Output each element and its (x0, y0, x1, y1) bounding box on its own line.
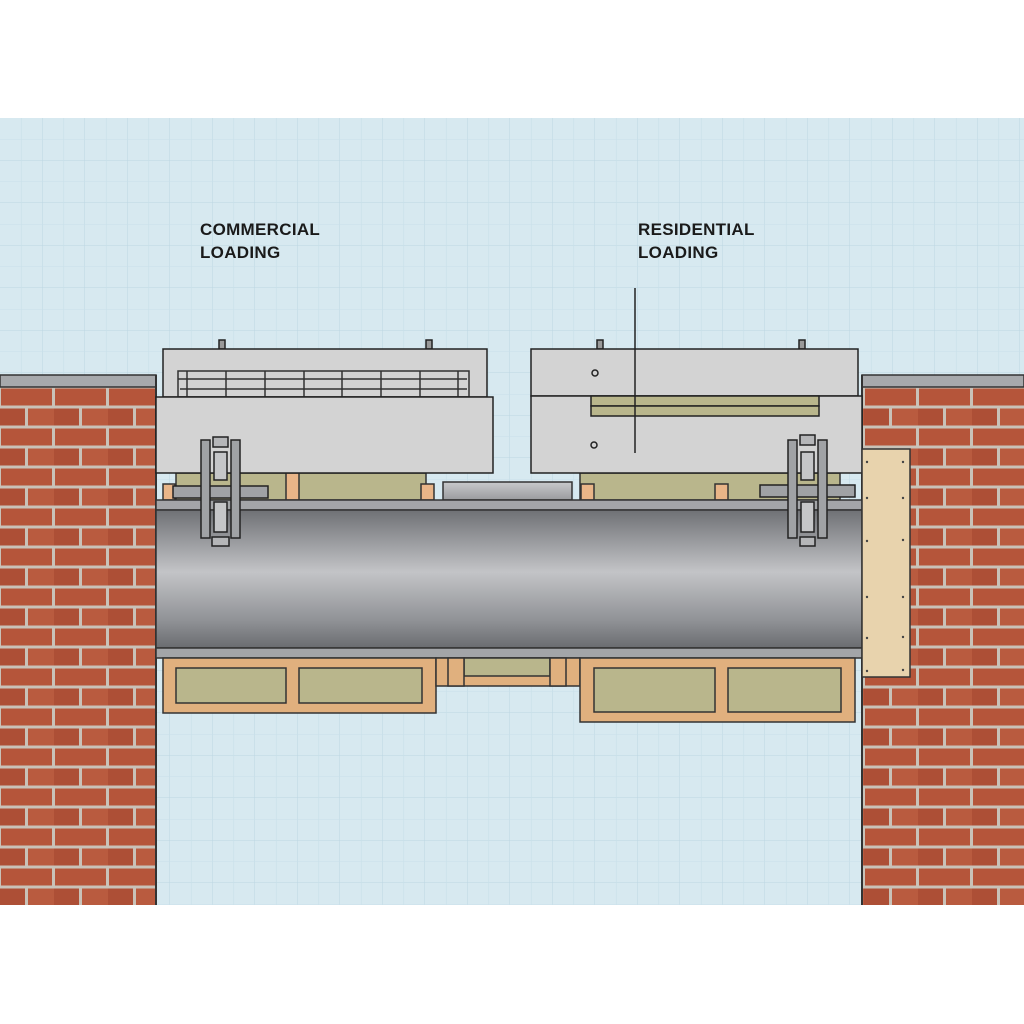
lower-frame-left (162, 657, 437, 714)
commercial-slab (155, 339, 494, 474)
label-line: COMMERCIAL (200, 220, 321, 239)
left-pipe-clamp (172, 436, 269, 547)
label-line: LOADING (638, 243, 719, 262)
plywood-panel (861, 448, 911, 678)
lower-frame-middle (435, 657, 581, 687)
right-pipe-clamp (759, 434, 856, 547)
lower-frame-right (579, 657, 856, 723)
residential-loading-label: RESIDENTIAL LOADING (638, 218, 755, 264)
label-line: LOADING (200, 243, 281, 262)
left-brick-wall (0, 374, 157, 905)
reinforcement-grille (177, 370, 470, 398)
commercial-loading-label: COMMERCIAL LOADING (200, 218, 320, 264)
label-line: RESIDENTIAL (638, 220, 755, 239)
pipe (155, 499, 863, 659)
